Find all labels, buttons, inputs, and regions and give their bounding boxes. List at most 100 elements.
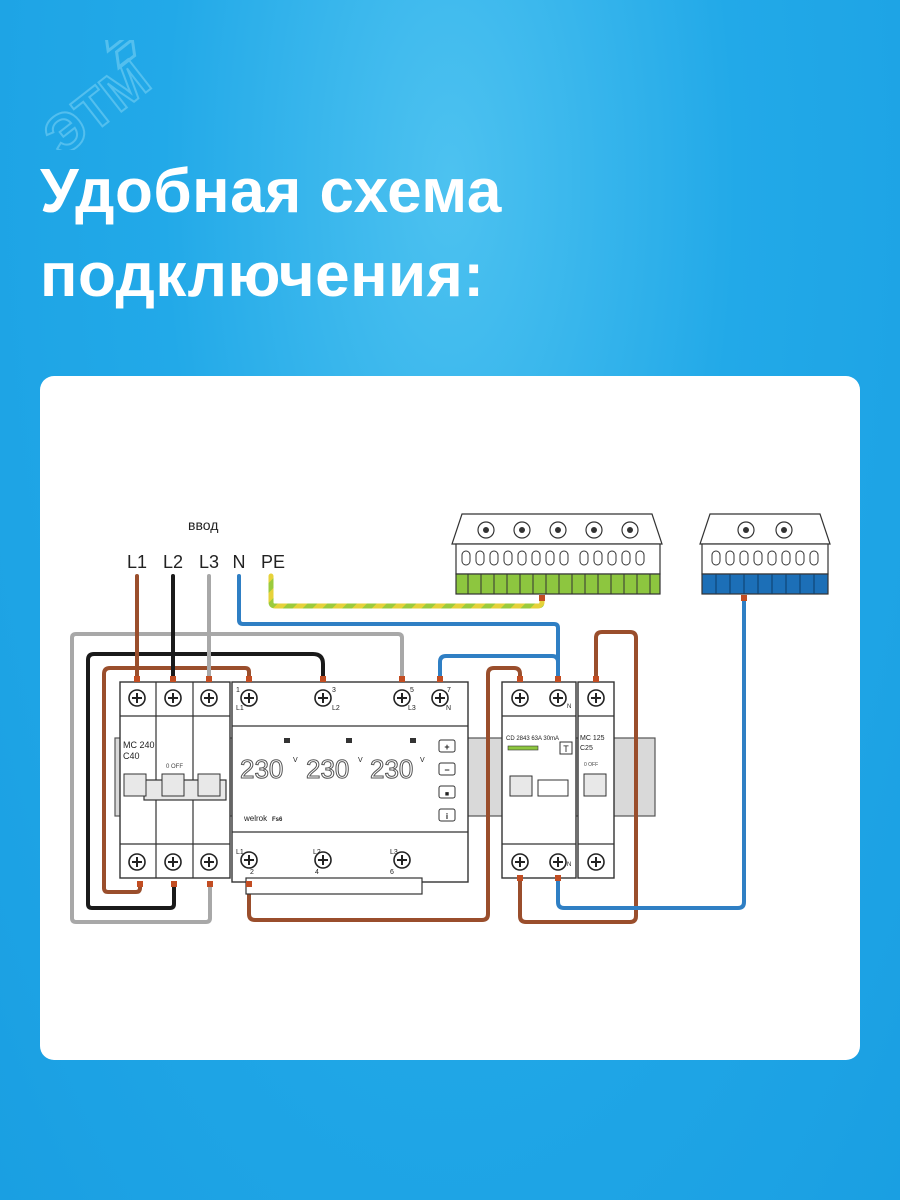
rcd-n-top: N — [567, 704, 571, 710]
meter-button-plus[interactable] — [438, 739, 456, 753]
wire-entry-17 — [539, 595, 545, 601]
wire-entry-18 — [741, 595, 747, 601]
breaker-main: MC 240 C40 0 OFF — [119, 681, 231, 879]
terminal-screw-slot-15 — [553, 693, 563, 703]
wire-entry-4 — [246, 676, 252, 682]
terminal-screw-slot-8 — [318, 693, 328, 703]
breaker-main-label-1: MC 240 — [123, 740, 155, 750]
meter-bot-l1: L1 — [236, 849, 244, 856]
breaker-main-state: 0 OFF — [166, 764, 183, 770]
rcd-n-bottom: N — [567, 862, 571, 868]
terminal-screws — [128, 689, 605, 871]
wire-meter-n-to-rcd — [438, 654, 560, 681]
wire-entry-11 — [137, 881, 143, 887]
wiring-diagram: ввод L1 L2 L3 N PE — [70, 513, 831, 924]
wire-entry-15 — [517, 875, 523, 881]
wire-rcd-to-breaker — [518, 630, 638, 924]
terminal-screw-slot-4 — [132, 857, 142, 867]
breaker-small-state: 0 OFF — [584, 762, 598, 768]
wire-meter-out-to-rcd — [247, 666, 522, 922]
meter-top-num-5: 5 — [410, 687, 414, 694]
meter-top-l1: L1 — [236, 705, 244, 712]
page-title-line-1: Удобная схема — [40, 157, 502, 226]
wire-entry-12 — [171, 881, 177, 887]
meter-button-plus-label: + — [444, 742, 449, 752]
wire-entry-16 — [555, 875, 561, 881]
wire-l1-brown-loop — [102, 666, 251, 894]
wire-entry-6 — [399, 676, 405, 682]
rcd-indicator — [507, 745, 539, 751]
terminal-screw-slot-19 — [591, 857, 601, 867]
terminal-screw-slot-9 — [397, 693, 407, 703]
terminal-screw-slot-6 — [204, 857, 214, 867]
meter-bot-num-4: 4 — [315, 869, 319, 876]
terminal-screw-slot-18 — [591, 693, 601, 703]
meter-bot-num-2: 2 — [250, 869, 254, 876]
terminal-screw-slot-16 — [515, 857, 525, 867]
breaker-small: MC 125 C25 0 OFF — [577, 681, 615, 879]
wire-entry-1 — [134, 676, 140, 682]
watermark-text: ЭТМ — [33, 48, 162, 150]
terminal-screw-slot-13 — [397, 855, 407, 865]
terminal-screw-slot-3 — [204, 693, 214, 703]
rcd-test-label: T — [563, 744, 569, 754]
meter-bot-num-6: 6 — [390, 869, 394, 876]
meter-top-n: N — [446, 705, 451, 712]
meter-top-num-3: 3 — [332, 687, 336, 694]
meter-unit-3: V — [420, 757, 425, 764]
breaker-small-label-2: C25 — [580, 745, 593, 752]
wire-rcd-n-to-bus — [556, 596, 746, 910]
wire-l3-grey-loop — [70, 632, 404, 924]
wire-l2-black-loop — [86, 652, 325, 910]
wire-entry-8 — [517, 676, 523, 682]
busbar-pe-green — [451, 513, 663, 595]
breaker-main-label-2: C40 — [123, 751, 140, 761]
rcd-label: CD 2843 63A 30mA — [506, 736, 559, 742]
meter-button-minus-label: − — [444, 765, 449, 775]
wire-entry-7 — [437, 676, 443, 682]
rcd-device: CD 2843 63A 30mA T N N — [501, 681, 577, 879]
wire-entry-14 — [246, 881, 252, 887]
terminal-screw-slot-11 — [244, 855, 254, 865]
wire-entry-9 — [555, 676, 561, 682]
input-terminal-n: N — [233, 552, 246, 572]
meter-top-l2: L2 — [332, 705, 340, 712]
meter-top-num-7: 7 — [447, 687, 451, 694]
breaker-small-label-1: MC 125 — [580, 735, 605, 742]
wire-entry-13 — [207, 881, 213, 887]
input-terminal-l2: L2 — [163, 552, 183, 572]
meter-button-info-label: i — [446, 812, 448, 821]
meter-unit-1: V — [293, 757, 298, 764]
meter-button-info[interactable] — [438, 808, 456, 822]
meter-button-minus[interactable] — [438, 762, 456, 776]
wire-pe — [268, 573, 545, 609]
terminal-screw-slot-12 — [318, 855, 328, 865]
meter-phase-indicator-2 — [346, 738, 352, 743]
terminal-screw-slot-7 — [244, 693, 254, 703]
terminal-screw-slot-1 — [132, 693, 142, 703]
meter-button-menu[interactable] — [438, 785, 456, 799]
rcd-test-button[interactable] — [559, 741, 573, 755]
meter-model: Fs6 — [272, 817, 283, 823]
energy-meter: 1 3 5 7 L1 L2 L3 N L1 L2 L3 2 4 6 230 23… — [231, 681, 469, 895]
terminal-screw-slot-5 — [168, 857, 178, 867]
terminal-screw-slot-10 — [435, 693, 445, 703]
meter-bot-l3: L3 — [390, 849, 398, 856]
meter-phase-indicator-3 — [410, 738, 416, 743]
wire-entry-5 — [320, 676, 326, 682]
input-terminal-l1: L1 — [127, 552, 147, 572]
brand-watermark-logo: ЭТМ — [32, 40, 162, 150]
wire-entry-10 — [593, 676, 599, 682]
meter-brand: welrok — [243, 814, 268, 823]
meter-phase-indicator-1 — [284, 738, 290, 743]
terminal-screw-slot-2 — [168, 693, 178, 703]
input-terminal-l3: L3 — [199, 552, 219, 572]
meter-unit-2: V — [358, 757, 363, 764]
page-title-line-2: подключения: — [40, 241, 485, 310]
wire-entry-3 — [206, 676, 212, 682]
terminal-screw-slot-17 — [553, 857, 563, 867]
wire-entry-2 — [170, 676, 176, 682]
diagram-card: ввод L1 L2 L3 N PE — [40, 376, 860, 1060]
meter-reading-l2: 230 — [306, 754, 349, 784]
meter-button-menu-label: ■ — [445, 791, 449, 798]
